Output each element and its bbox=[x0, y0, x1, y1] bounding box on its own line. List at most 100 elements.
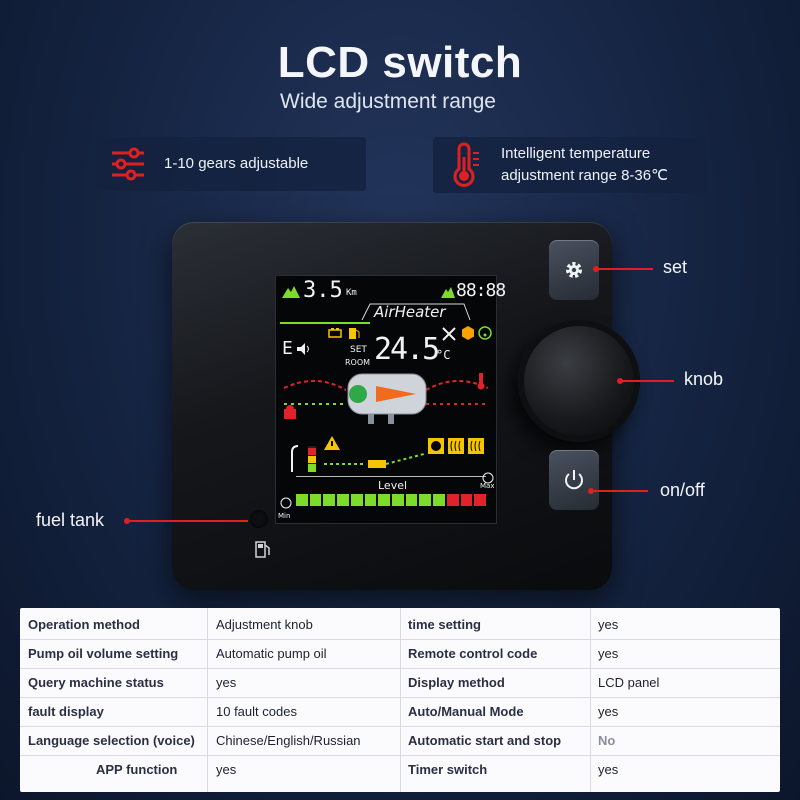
heat-wave-icon-2 bbox=[468, 438, 484, 454]
feature-gears: 1-10 gears adjustable bbox=[96, 137, 366, 191]
spec-label: Query machine status bbox=[28, 675, 164, 690]
level-segment bbox=[309, 494, 322, 506]
onoff-callout-line bbox=[593, 490, 648, 492]
feature-gears-text: 1-10 gears adjustable bbox=[164, 155, 309, 172]
level-segment bbox=[433, 494, 445, 506]
brand-label: AirHeater bbox=[374, 303, 446, 321]
level-segment bbox=[405, 494, 418, 506]
spec-value: No bbox=[598, 733, 616, 748]
knob-callout-dot bbox=[617, 378, 623, 384]
set-callout: set bbox=[663, 257, 688, 277]
set-callout-line bbox=[598, 268, 653, 270]
onoff-callout-dot bbox=[588, 488, 594, 494]
table-row: Query machine status yes Display method LCD… bbox=[20, 668, 780, 698]
table-divider-3 bbox=[590, 608, 591, 792]
brand-frame bbox=[361, 303, 471, 321]
hexagon-icon bbox=[462, 326, 474, 340]
level-segment bbox=[474, 494, 486, 506]
knob-callout-line bbox=[622, 380, 674, 382]
table-divider-1 bbox=[207, 608, 208, 792]
spec-value: yes bbox=[598, 762, 619, 777]
fan-small-icon bbox=[280, 497, 292, 509]
table-row: Pump oil volume setting Automatic pump oi… bbox=[20, 639, 780, 669]
spec-label: Remote control code bbox=[408, 646, 538, 661]
level-frame bbox=[296, 476, 486, 477]
fuel-pump-icon bbox=[255, 541, 270, 558]
fuel-tank-indicator bbox=[250, 510, 268, 528]
level-segment bbox=[446, 494, 459, 506]
onoff-callout: on/off bbox=[660, 480, 705, 500]
speaker-icon bbox=[297, 343, 309, 355]
spec-label: Display method bbox=[408, 675, 505, 690]
fan-small-icon-right bbox=[482, 472, 494, 484]
fuel-tank-callout: fuel tank bbox=[36, 510, 105, 530]
lcd-screen: 3.5 Km 88:88 AirHeater E SET ROOM 24.5 °… bbox=[275, 275, 506, 524]
page-subtitle: Wide adjustment range bbox=[280, 90, 496, 113]
mountain-icon-small bbox=[441, 287, 455, 298]
mountain-icon bbox=[282, 286, 300, 298]
fuel-callout-line bbox=[126, 520, 248, 522]
gear-icon bbox=[566, 262, 582, 278]
heat-wave-icon bbox=[448, 438, 464, 454]
set-button[interactable] bbox=[549, 240, 599, 300]
spec-label: APP function bbox=[96, 762, 178, 777]
wifi-icon bbox=[478, 326, 492, 340]
level-bar bbox=[296, 494, 488, 508]
power-icon bbox=[565, 470, 583, 490]
page-title: LCD switch bbox=[277, 38, 523, 87]
distance-unit: Km bbox=[346, 288, 357, 298]
battery-icon bbox=[328, 328, 342, 338]
distance-readout: 3.5 bbox=[303, 278, 343, 303]
room-label: ROOM bbox=[345, 358, 371, 367]
level-segment bbox=[364, 494, 377, 506]
fuel-callout-dot bbox=[124, 518, 130, 524]
table-divider-2 bbox=[400, 608, 401, 792]
feature-temperature: Intelligent temperature adjustment range… bbox=[433, 137, 706, 193]
level-max-label: Max bbox=[480, 482, 495, 490]
spec-value: Automatic pump oil bbox=[216, 646, 327, 661]
level-segment bbox=[296, 494, 308, 506]
power-button[interactable] bbox=[549, 450, 599, 510]
table-row: Language selection (voice)Chinese/Englis… bbox=[20, 726, 780, 756]
spec-value: yes bbox=[216, 762, 237, 777]
spec-label: fault display bbox=[28, 704, 104, 719]
fan-icon bbox=[428, 438, 444, 454]
feature-temperature-line1: Intelligent temperature bbox=[501, 145, 651, 162]
clock-readout: 88:88 bbox=[456, 280, 506, 301]
spec-value: yes bbox=[598, 704, 619, 719]
level-segment bbox=[378, 494, 390, 506]
knob-callout: knob bbox=[684, 369, 724, 389]
level-segment bbox=[323, 494, 336, 506]
level-segment bbox=[392, 494, 404, 506]
thermometer-icon bbox=[453, 142, 479, 187]
spec-label: Automatic start and stop bbox=[408, 733, 562, 748]
level-label: Level bbox=[378, 479, 408, 492]
temperature-readout: 24.5 bbox=[374, 332, 440, 367]
fuel-gauge-icon bbox=[291, 445, 316, 472]
temperature-unit: °C bbox=[436, 348, 451, 362]
sliders-icon bbox=[112, 147, 144, 181]
feature-temperature-line2: adjustment range 8-36℃ bbox=[501, 167, 668, 184]
level-min-label: Min bbox=[278, 512, 291, 520]
top-divider-left bbox=[280, 322, 370, 324]
spec-value: Chinese/English/Russian bbox=[216, 733, 361, 748]
warning-icon bbox=[324, 436, 340, 450]
set-callout-dot bbox=[593, 266, 599, 272]
fuel-pump-icon-small bbox=[349, 328, 360, 339]
spec-value: yes bbox=[598, 646, 619, 661]
spec-value: yes bbox=[216, 675, 237, 690]
mode-indicator: E bbox=[282, 338, 293, 359]
spec-label: Pump oil volume setting bbox=[28, 646, 179, 661]
spec-label: time setting bbox=[408, 617, 481, 632]
spec-value: LCD panel bbox=[598, 675, 660, 690]
level-segment bbox=[337, 494, 349, 506]
tools-icon bbox=[442, 327, 456, 341]
heater-alarm-icon bbox=[284, 405, 296, 419]
spec-value: Adjustment knob bbox=[216, 617, 313, 632]
level-segment bbox=[350, 494, 363, 506]
set-label: SET bbox=[350, 345, 367, 355]
